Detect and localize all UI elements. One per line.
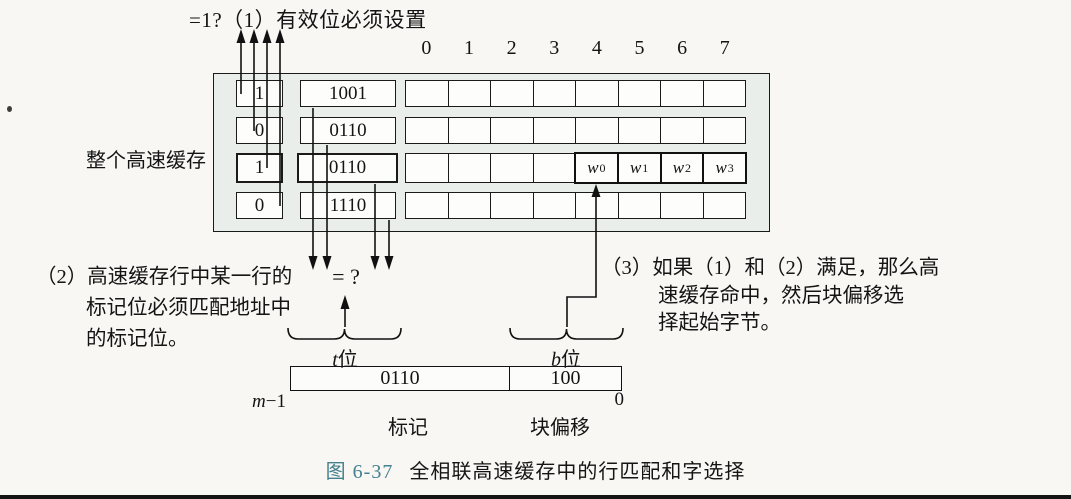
cache-block-row [405, 80, 746, 107]
cache-block-row [405, 192, 746, 219]
tag-value: 0110 [300, 117, 396, 144]
byte-cell [617, 193, 661, 218]
byte-cell [532, 193, 576, 218]
t-bits-label: t位 [310, 343, 380, 372]
word-symbol: w [672, 158, 685, 177]
byte-cell [617, 118, 661, 143]
byte-cell [702, 118, 746, 143]
cache-block-row [405, 117, 746, 144]
t-bits-brace [287, 327, 402, 340]
tag-field-caption: 标记 [388, 417, 428, 439]
address-box: 0110 100 [290, 366, 622, 391]
word-symbol: w [629, 158, 642, 177]
byte-cell [660, 118, 703, 143]
figure-number: 图 6-37 [325, 461, 394, 483]
byte-column-headers: 0 1 2 3 4 5 6 7 [405, 37, 746, 60]
column-header: 4 [591, 37, 602, 59]
byte-cell [660, 193, 703, 218]
address-offset-field: 100 [550, 367, 581, 389]
note-line: 择起始字节。 [658, 312, 781, 334]
word-index: 3 [727, 160, 734, 175]
tag-match-note: （2）高速缓存行中某一行的 标记位必须匹配地址中 的标记位。 [36, 262, 292, 355]
byte-cell [575, 118, 618, 143]
address-tag-field: 0110 [291, 367, 510, 390]
t-symbol: t [332, 349, 338, 371]
byte-cell [532, 118, 576, 143]
byte-cell [575, 193, 618, 218]
byte-cell [447, 193, 491, 218]
offset-field-caption: 块偏移 [530, 417, 590, 439]
word-index: 1 [642, 160, 649, 175]
byte-cell [702, 193, 746, 218]
byte-cell [490, 193, 533, 218]
word-index: 0 [599, 160, 606, 175]
byte-cell [702, 81, 746, 106]
lsb-label: 0 [614, 389, 625, 410]
byte-cell [490, 154, 533, 182]
note-line: 的标记位。 [86, 328, 189, 350]
word-symbol: w [715, 158, 727, 177]
figure-caption: 图 6-37 全相联高速缓存中的行匹配和字选择 [0, 455, 1071, 484]
figure-title: 全相联高速缓存中的行匹配和字选择 [409, 461, 746, 483]
column-header: 5 [634, 37, 645, 59]
byte-cell [532, 154, 576, 182]
valid-bit: 0 [236, 192, 283, 219]
byte-cell [447, 81, 491, 106]
note-line: （2）高速缓存行中某一行的 [36, 266, 293, 288]
valid-condition-note: =1?（1）有效位必须设置 [189, 8, 427, 32]
column-header: 3 [549, 37, 560, 59]
cache-hit-note: （3）如果（1）和（2）满足，那么高 速缓存命中，然后块偏移选 择起始字节。 [601, 255, 939, 338]
byte-cell [660, 81, 703, 106]
page-edge-bar [0, 495, 1071, 499]
b-symbol: b [551, 349, 561, 371]
valid-bit: 1 [236, 153, 283, 183]
column-header: 6 [677, 37, 688, 59]
t-suffix: 位 [337, 349, 358, 371]
byte-cell [406, 154, 448, 182]
scan-speck [7, 106, 12, 112]
tag-value: 1110 [300, 192, 396, 219]
b-suffix: 位 [561, 349, 581, 371]
m-suffix: −1 [265, 391, 286, 412]
column-header: 2 [506, 37, 517, 59]
byte-cell [490, 118, 533, 143]
valid-bit: 1 [236, 80, 283, 107]
word-symbol: w [587, 158, 599, 177]
byte-cell [406, 118, 448, 143]
byte-cell [447, 118, 491, 143]
column-header: 1 [463, 37, 474, 59]
b-bits-label: b位 [531, 343, 601, 372]
tag-match-arrow [340, 295, 350, 327]
tag-value: 0110 [297, 153, 398, 183]
note-line: （3）如果（1）和（2）满足，那么高 [601, 257, 940, 279]
tag-value: 1001 [300, 80, 396, 107]
word-index: 2 [685, 160, 692, 175]
tag-compare-label: = ? [332, 264, 360, 289]
byte-cell [532, 81, 576, 106]
byte-cell [617, 81, 661, 106]
column-header: 0 [421, 37, 432, 59]
byte-cell [490, 81, 533, 106]
msb-label: m−1 [232, 391, 286, 413]
byte-cell [447, 154, 491, 182]
valid-bit: 0 [236, 117, 283, 144]
note-line: 标记位必须匹配地址中 [86, 297, 291, 319]
note-line: 速缓存命中，然后块偏移选 [658, 284, 904, 307]
byte-cell [575, 81, 618, 106]
byte-cell [406, 193, 448, 218]
cache-label: 整个高速缓存 [86, 150, 206, 172]
column-header: 7 [719, 37, 730, 59]
m-symbol: m [252, 391, 266, 412]
byte-cell [406, 81, 448, 106]
